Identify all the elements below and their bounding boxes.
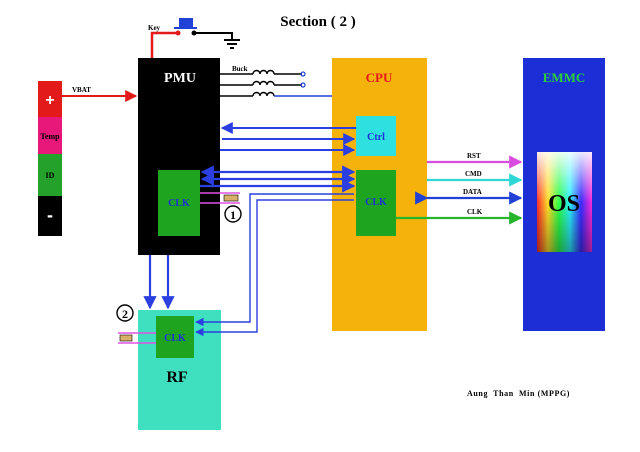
cpu-ctrl-label: Ctrl — [367, 132, 385, 143]
emmc-buses: RST CMD DATA CLK — [396, 152, 523, 225]
pmu-rf-arrows — [143, 255, 175, 310]
buck-terminal-1 — [300, 71, 306, 77]
data-bus-label: DATA — [463, 188, 482, 196]
inductor-2-icon — [252, 80, 275, 86]
section-title: Section ( 2 ) — [280, 14, 355, 30]
buck-label: Buck — [232, 65, 248, 73]
cpu-ctrl-block — [356, 116, 396, 156]
clk-buses — [200, 165, 356, 193]
pmu-label: PMU — [164, 71, 196, 86]
key-wire-black — [194, 32, 233, 40]
battery-minus-cell — [38, 196, 62, 236]
os-panel-shade — [537, 152, 592, 252]
inductor-3-icon — [252, 91, 275, 97]
cpu-label: CPU — [366, 70, 393, 85]
rf-label: RF — [166, 369, 188, 386]
pmu-ctrl-buses — [220, 122, 356, 156]
crystal-1-body — [223, 194, 239, 202]
os-label: OS — [548, 191, 580, 217]
pmu-clk-label: CLK — [168, 198, 190, 209]
cpu-rf-clk-lines — [195, 193, 354, 337]
marker-one-label: 1 — [230, 208, 236, 222]
battery-temp-label: Temp — [40, 132, 60, 141]
buck-inductors — [220, 69, 302, 97]
buck-terminal-2 — [300, 82, 306, 88]
cmd-bus-label: CMD — [465, 170, 482, 178]
battery-plus-cell — [38, 81, 62, 117]
battery-minus-label: - — [47, 205, 53, 225]
battery-id-label: ID — [46, 171, 55, 180]
cpu-rf-line-2 — [195, 199, 354, 337]
rf-clk-label: CLK — [164, 333, 186, 344]
battery-id-cell — [38, 154, 62, 196]
battery-plus-label: + — [45, 92, 54, 109]
cpu-clk-block — [356, 170, 396, 236]
inductor-1-icon — [252, 69, 275, 75]
key-contact-left — [175, 30, 181, 36]
author-credit: Aung Than Min (MPPG) — [467, 389, 570, 398]
crystal-1 — [200, 192, 240, 204]
battery-temp-cell — [38, 117, 62, 154]
key-label: Key — [148, 24, 161, 32]
crystal-2-body — [119, 334, 133, 342]
marker-two-label: 2 — [122, 307, 128, 321]
key-button-cap — [179, 18, 193, 27]
vbat-label: VBAT — [72, 86, 91, 94]
clk-bus-label: CLK — [467, 208, 483, 216]
marker-two — [116, 304, 134, 322]
rf-clk-block — [156, 316, 194, 358]
battery: + Temp ID - — [38, 81, 62, 236]
key-switch: Key — [148, 18, 240, 58]
rst-bus-label: RST — [467, 152, 481, 160]
pmu-clk-block — [158, 170, 200, 236]
cpu-rf-line-1 — [195, 193, 354, 327]
emmc-label: EMMC — [543, 70, 586, 85]
marker-one — [224, 205, 242, 223]
crystal-2 — [118, 332, 156, 344]
key-wire-red — [150, 31, 176, 58]
cpu-clk-label: CLK — [365, 197, 387, 208]
